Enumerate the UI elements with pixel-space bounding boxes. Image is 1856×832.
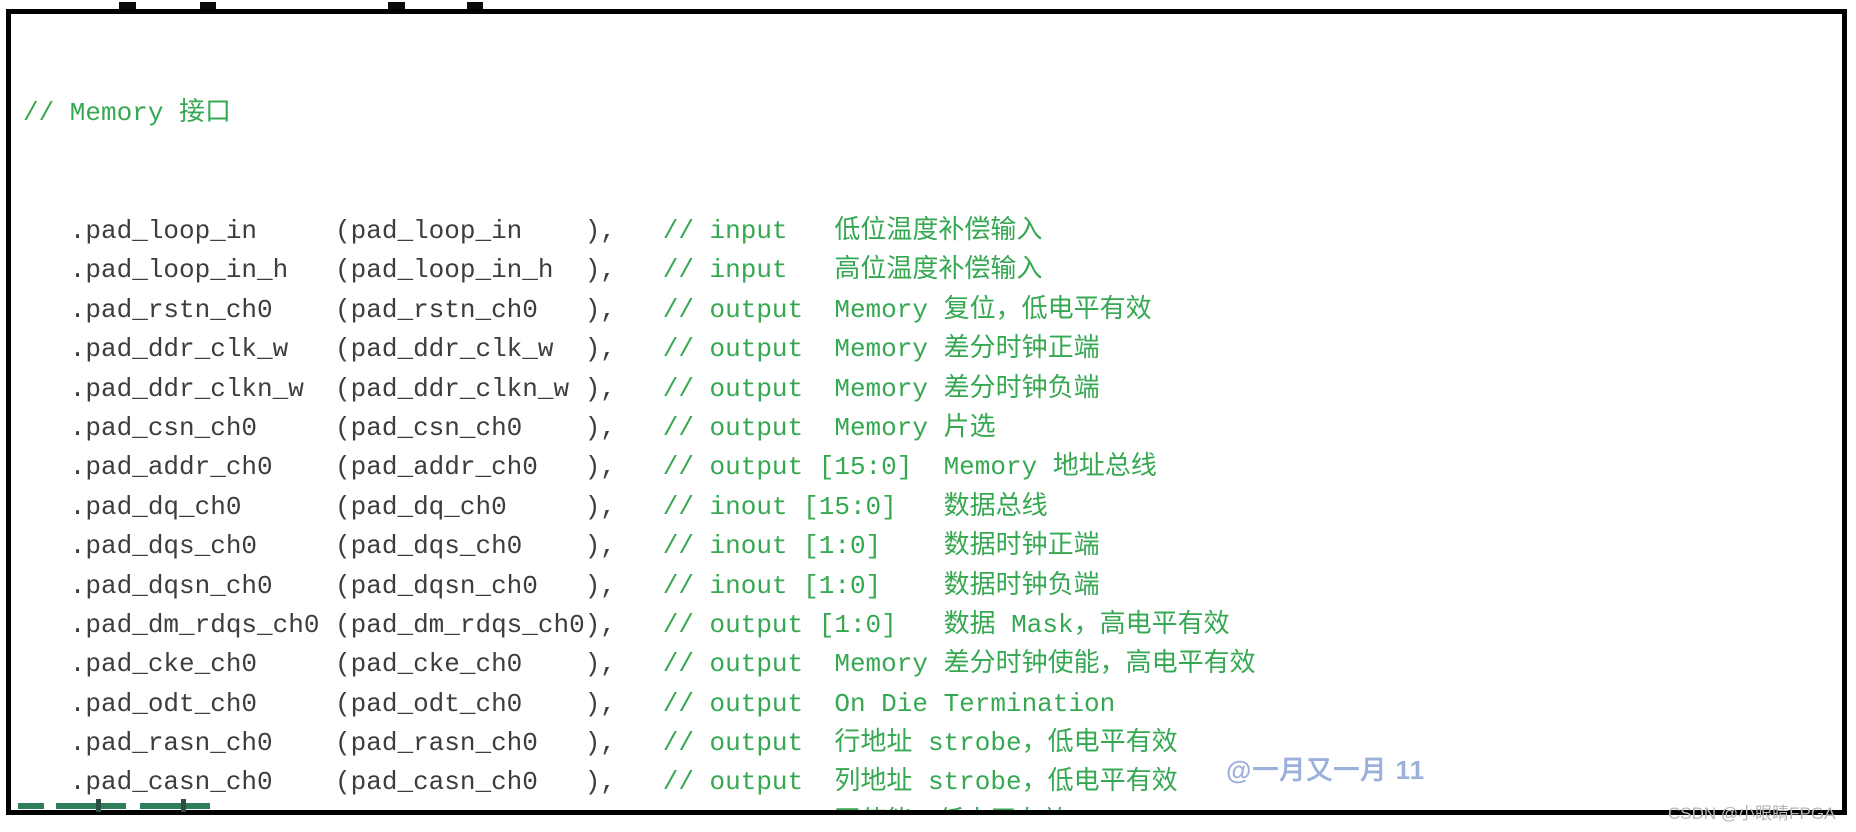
port-connection: .pad_dq_ch0 (pad_dq_ch0 ), [23, 491, 663, 522]
code-line: .pad_cke_ch0 (pad_cke_ch0 ), // output M… [23, 645, 1256, 684]
comment-text: // input 高位温度补偿输入 [662, 255, 1043, 286]
code-line: .pad_csn_ch0 (pad_csn_ch0 ), // output M… [23, 409, 1256, 448]
cutoff-text-fragment [96, 799, 101, 812]
port-connection: .pad_dqs_ch0 (pad_dqs_ch0 ), [23, 531, 663, 562]
port-connection: .pad_ddr_clkn_w (pad_ddr_clkn_w ), [23, 373, 663, 404]
cutoff-text-fragment [56, 803, 126, 809]
comment-text: // output Memory 片选 [662, 412, 996, 443]
cutoff-text-fragment [467, 2, 483, 10]
port-connection: .pad_addr_ch0 (pad_addr_ch0 ), [23, 452, 663, 483]
code-listing: // Memory 接口 .pad_loop_in (pad_loop_in )… [23, 15, 1256, 810]
code-line: .pad_dqs_ch0 (pad_dqs_ch0 ), // inout [1… [23, 527, 1256, 566]
code-line: .pad_ddr_clkn_w (pad_ddr_clkn_w ), // ou… [23, 370, 1256, 409]
comment-text: // output 行地址 strobe，低电平有效 [662, 728, 1178, 759]
comment-text: // output On Die Termination [662, 688, 1116, 719]
port-connection: .pad_dm_rdqs_ch0 (pad_dm_rdqs_ch0), [23, 609, 663, 640]
cutoff-text-fragment [119, 2, 136, 10]
port-connection: .pad_rasn_ch0 (pad_rasn_ch0 ), [23, 728, 663, 759]
port-connection: .pad_csn_ch0 (pad_csn_ch0 ), [23, 412, 663, 443]
port-connection: .pad_casn_ch0 (pad_casn_ch0 ), [23, 767, 663, 798]
port-connection: .pad_dqsn_ch0 (pad_dqsn_ch0 ), [23, 570, 663, 601]
port-connection: .pad_loop_in_h (pad_loop_in_h ), [23, 255, 663, 286]
code-line: .pad_addr_ch0 (pad_addr_ch0 ), // output… [23, 448, 1256, 487]
cutoff-text-fragment [388, 2, 405, 10]
code-line: .pad_loop_in (pad_loop_in ), // input 低位… [23, 212, 1256, 251]
cutoff-text-fragment [140, 803, 210, 809]
author-watermark: @一月又一月 11 [1226, 755, 1426, 785]
comment-text: // output [1:0] 数据 Mask，高电平有效 [662, 609, 1230, 640]
comment-text: // output 列地址 strobe，低电平有效 [662, 767, 1178, 798]
code-line: // Memory 接口 [23, 94, 1256, 133]
comment-text: // output [15:0] Memory 地址总线 [662, 452, 1157, 483]
code-line: .pad_casn_ch0 (pad_casn_ch0 ), // output… [23, 763, 1256, 802]
cutoff-text-fragment [181, 799, 186, 812]
code-line: .pad_odt_ch0 (pad_odt_ch0 ), // output O… [23, 685, 1256, 724]
cutoff-text-fragment [200, 2, 216, 10]
code-line: .pad_dq_ch0 (pad_dq_ch0 ), // inout [15:… [23, 488, 1256, 527]
code-line: .pad_rstn_ch0 (pad_rstn_ch0 ), // output… [23, 291, 1256, 330]
comment-text: // output Memory 差分时钟负端 [662, 373, 1100, 404]
port-connection: .pad_loop_in (pad_loop_in ), [23, 216, 663, 247]
comment-text: // output Memory 差分时钟正端 [662, 334, 1100, 365]
code-line: .pad_dm_rdqs_ch0 (pad_dm_rdqs_ch0), // o… [23, 606, 1256, 645]
port-connection: .pad_cke_ch0 (pad_cke_ch0 ), [23, 649, 663, 680]
code-line: .pad_dqsn_ch0 (pad_dqsn_ch0 ), // inout … [23, 567, 1256, 606]
comment-text: // inout [15:0] 数据总线 [662, 491, 1048, 522]
port-connection: .pad_odt_ch0 (pad_odt_ch0 ), [23, 688, 663, 719]
comment-text: // output Memory 差分时钟使能，高电平有效 [662, 649, 1256, 680]
header-comment-text: // Memory 接口 [23, 97, 232, 128]
csdn-watermark: CSDN @小眼睛FPGA [1668, 804, 1836, 823]
comment-text: // input 低位温度补偿输入 [662, 216, 1043, 247]
comment-text: // output 写使能，低电平有效 [663, 807, 1069, 810]
comment-text: // inout [1:0] 数据时钟正端 [662, 531, 1100, 562]
code-line: .pad_loop_in_h (pad_loop_in_h ), // inpu… [23, 251, 1256, 290]
comment-text: // output Memory 复位，低电平有效 [662, 294, 1152, 325]
code-line: .pad_rasn_ch0 (pad_rasn_ch0 ), // output… [23, 724, 1256, 763]
port-connection: .pad_rstn_ch0 (pad_rstn_ch0 ), [23, 294, 663, 325]
comment-text: // inout [1:0] 数据时钟负端 [662, 570, 1100, 601]
cutoff-text-fragment [18, 803, 44, 809]
port-connection: .pad_ddr_clk_w (pad_ddr_clk_w ), [23, 334, 663, 365]
code-frame: // Memory 接口 .pad_loop_in (pad_loop_in )… [6, 9, 1847, 815]
code-line: .pad_ddr_clk_w (pad_ddr_clk_w ), // outp… [23, 330, 1256, 369]
